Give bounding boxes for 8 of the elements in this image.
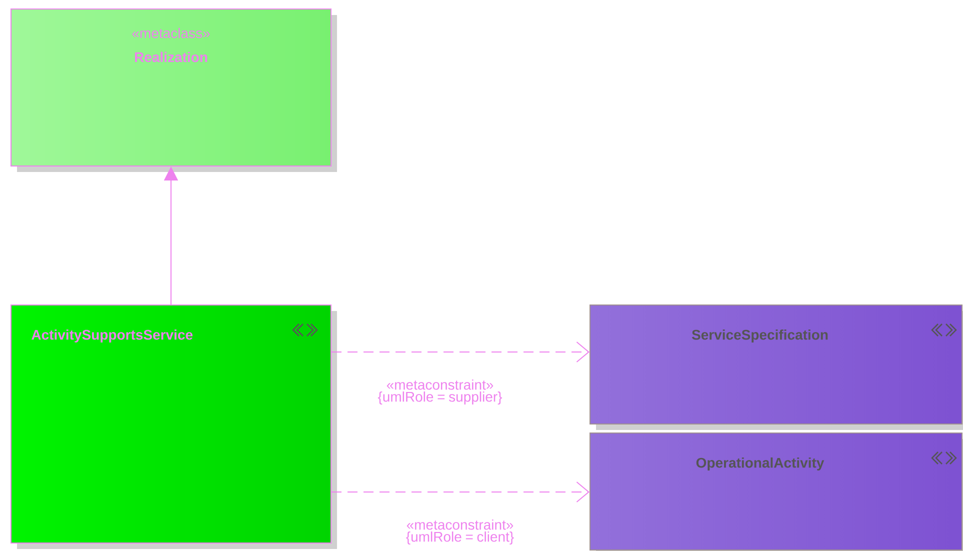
arrow <box>331 342 590 362</box>
class-box: ServiceSpecification <box>590 304 962 424</box>
arrow <box>331 482 590 502</box>
class-box: «metaclass» Realization <box>10 8 332 166</box>
class-box: ActivitySupportsService <box>10 304 332 544</box>
class-box: OperationalActivity <box>590 432 962 550</box>
edge-label: «metaconstraint» {umlRole = supplier} <box>378 379 502 405</box>
edge-label: «metaconstraint» {umlRole = client} <box>406 519 514 545</box>
